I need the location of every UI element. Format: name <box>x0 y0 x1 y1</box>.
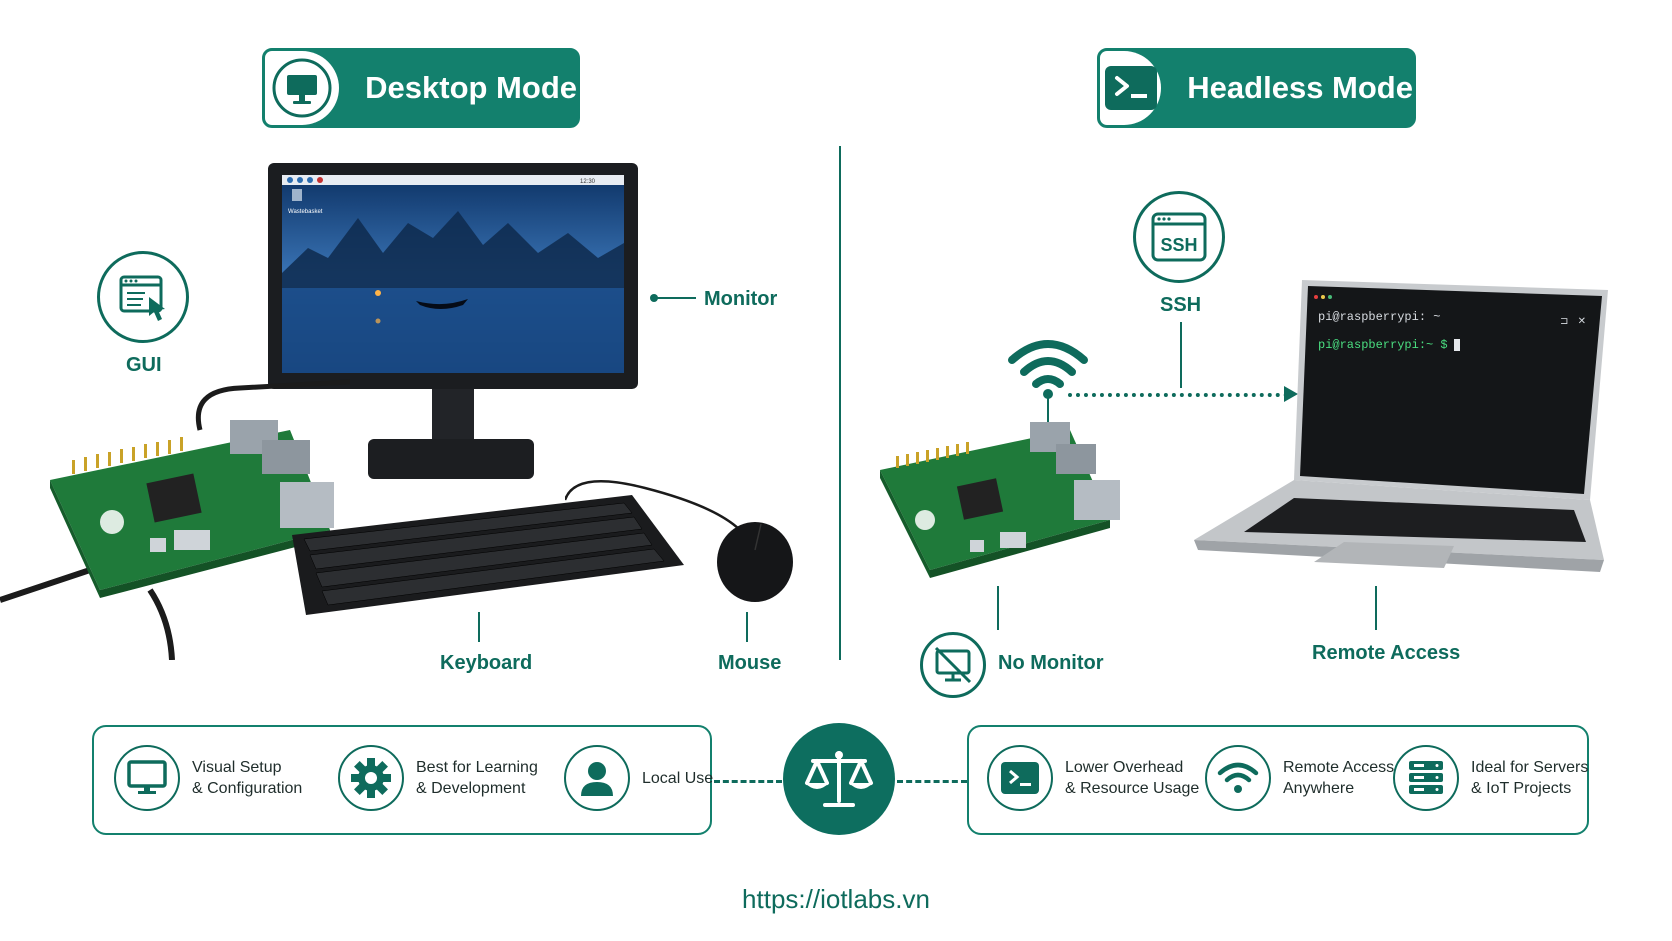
headless-mode-header: Headless Mode <box>1097 48 1416 128</box>
laptop-illustration <box>1194 280 1608 572</box>
feature-line2: & Configuration <box>192 780 303 797</box>
terminal-cursor <box>1453 339 1460 351</box>
mouse-callout-line <box>746 612 748 642</box>
desktop-mode-header: Desktop Mode <box>262 48 580 128</box>
feature-line1: Lower Overhead <box>1065 759 1184 776</box>
remote-access-callout-line <box>1375 586 1377 630</box>
center-divider <box>839 146 841 660</box>
feature-local-use: Local Use <box>564 745 713 811</box>
monitor-icon <box>272 58 332 118</box>
svg-text:SSH: SSH <box>1160 235 1197 255</box>
terminal-prompt: pi@raspberrypi:~ $ <box>1318 338 1448 352</box>
balance-scale-icon <box>783 723 895 835</box>
monitor-callout-line <box>656 297 696 299</box>
gui-icon <box>97 251 189 343</box>
terminal-title: pi@raspberrypi: ~ <box>1318 310 1441 324</box>
feature-line2: Anywhere <box>1283 780 1355 797</box>
screen-clock: 12:30 <box>580 179 596 185</box>
headless-features-box: Lower Overhead & Resource Usage Remote Ac… <box>967 725 1589 835</box>
feature-visual-setup: Visual Setup & Configuration <box>114 745 302 811</box>
monitor-callout-dot <box>650 294 658 302</box>
close-icon[interactable]: ✕ <box>1577 316 1586 327</box>
no-monitor-label: No Monitor <box>998 652 1104 674</box>
terminal-icon <box>987 745 1053 811</box>
monitor-icon <box>114 745 180 811</box>
gui-label: GUI <box>126 354 162 376</box>
ssh-connection-dashed-line <box>1068 393 1288 397</box>
no-monitor-icon <box>920 632 986 698</box>
monitor-label: Monitor <box>704 288 778 310</box>
terminal-window-controls: ⊐ ✕ <box>1560 316 1586 327</box>
wifi-icon <box>1205 745 1271 811</box>
raspberry-pi-board-desktop <box>0 379 350 660</box>
ssh-callout-line <box>1180 322 1182 388</box>
feature-line1: Local Use <box>642 769 714 787</box>
feature-line2: & Resource Usage <box>1065 780 1200 797</box>
feature-learning: Best for Learning & Development <box>338 745 538 811</box>
arrow-right-icon <box>1284 386 1298 402</box>
feature-line2: & Development <box>416 780 526 797</box>
feature-lower-overhead: Lower Overhead & Resource Usage <box>987 745 1199 811</box>
desktop-mode-title: Desktop Mode <box>365 70 577 105</box>
mouse-label: Mouse <box>718 652 782 674</box>
monitor-illustration: Wastebasket 12:30 <box>268 163 638 479</box>
keyboard-callout-line <box>478 612 480 642</box>
desktop-features-box: Visual Setup & Configuration Best for Lea… <box>92 725 713 835</box>
left-dashed-connector <box>714 780 782 783</box>
user-icon <box>564 745 630 811</box>
remote-access-label: Remote Access <box>1312 642 1461 664</box>
feature-servers-iot: Ideal for Servers & IoT Projects <box>1393 745 1588 811</box>
right-dashed-connector <box>897 780 967 783</box>
headless-mode-icon-box <box>1100 51 1162 125</box>
wifi-pi-connector <box>1047 396 1049 426</box>
feature-line1: Ideal for Servers <box>1471 759 1589 776</box>
keyboard-label: Keyboard <box>440 652 533 674</box>
no-monitor-callout-line <box>997 586 999 630</box>
ssh-icon: SSH <box>1133 191 1225 283</box>
feature-line1: Best for Learning <box>416 759 538 776</box>
headless-mode-title: Headless Mode <box>1187 70 1413 105</box>
feature-line1: Remote Access <box>1283 759 1395 776</box>
desktop-mode-icon-box <box>265 51 340 125</box>
wifi-icon <box>1008 340 1088 399</box>
ssh-label: SSH <box>1160 294 1202 316</box>
server-icon <box>1393 745 1459 811</box>
wastebasket-label: Wastebasket <box>288 209 323 215</box>
mouse-illustration <box>565 480 793 602</box>
keyboard-illustration <box>292 495 684 615</box>
terminal-prompt-line: pi@raspberrypi:~ $ <box>1318 338 1460 352</box>
raspberry-pi-board-headless <box>880 422 1120 578</box>
feature-line2: & IoT Projects <box>1471 780 1572 797</box>
feature-line1: Visual Setup <box>192 759 282 776</box>
terminal-icon <box>1104 66 1157 110</box>
minimize-icon[interactable]: ⊐ <box>1560 316 1569 327</box>
footer-url-link[interactable]: https://iotlabs.vn <box>742 884 930 914</box>
gear-icon <box>338 745 404 811</box>
